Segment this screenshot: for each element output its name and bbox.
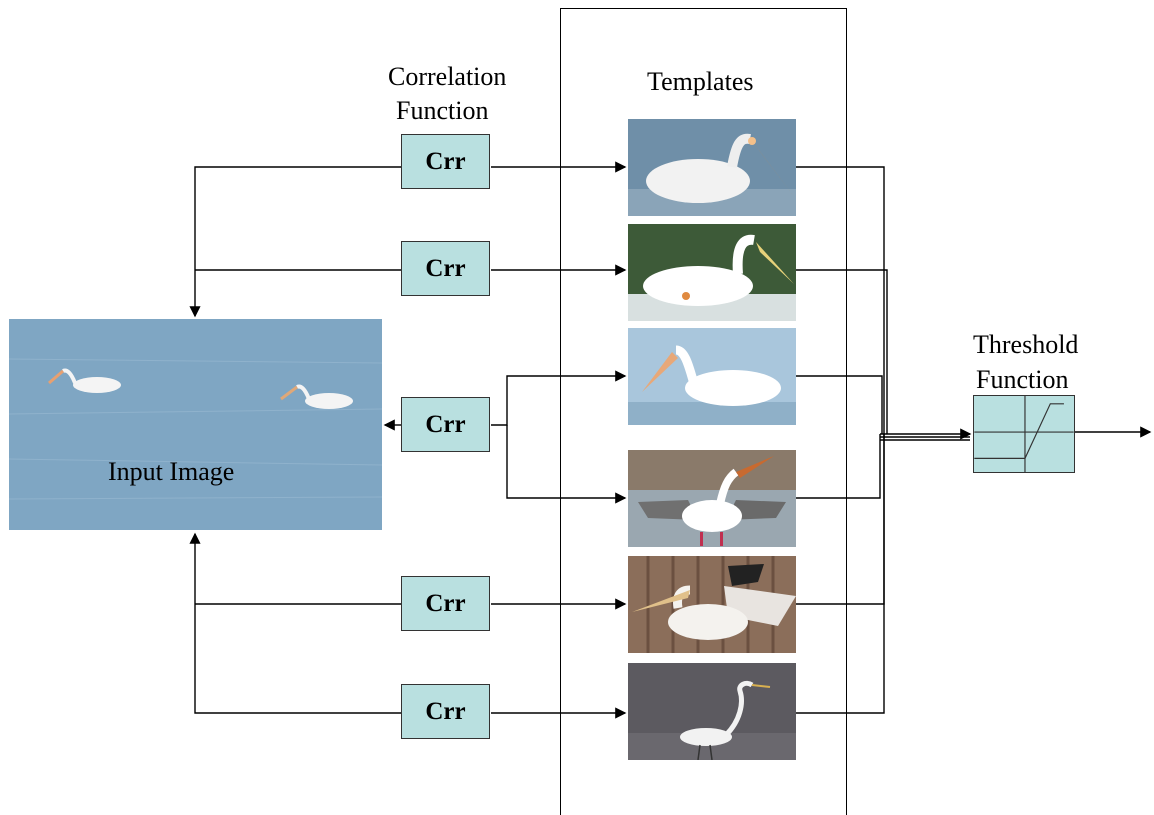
wire-tpl4-out — [796, 434, 881, 499]
threshold-function-box — [973, 395, 1075, 473]
crr-box-5: Crr — [401, 684, 490, 739]
input-image — [9, 319, 382, 530]
pelican-icon — [280, 384, 353, 409]
wire-tpl1-out — [796, 166, 885, 434]
wire-tpl5-out — [796, 434, 885, 605]
template-image-1 — [628, 119, 796, 216]
template-image-6 — [628, 663, 796, 760]
wire-tpl2-out — [796, 269, 888, 434]
wire-mid-right-2 — [506, 425, 627, 504]
pelican-icon — [48, 368, 121, 393]
crr-box-4: Crr — [401, 576, 490, 631]
threshold-curve-icon — [974, 396, 1074, 472]
wire-tpl3-out — [796, 375, 883, 434]
crr-box-1: Crr — [401, 134, 490, 189]
template-image-5 — [628, 556, 796, 653]
wire-row1-left — [189, 166, 401, 318]
input-image-label: Input Image — [108, 457, 235, 486]
template-image-4 — [628, 450, 796, 547]
wire-mid-right — [491, 370, 627, 426]
template-image-3 — [628, 328, 796, 425]
crr-box-3: Crr — [401, 397, 490, 452]
threshold-function-label-2: Function — [976, 365, 1069, 394]
threshold-function-label-1: Threshold — [973, 330, 1079, 359]
templates-panel — [560, 8, 847, 815]
correlation-function-label-2: Function — [396, 96, 489, 125]
wire-row6-left — [189, 532, 401, 714]
correlation-function-label-1: Correlation — [388, 62, 507, 91]
templates-label: Templates — [647, 67, 754, 96]
wire-tpl6-out — [796, 434, 885, 714]
crr-box-2: Crr — [401, 241, 490, 296]
template-image-2 — [628, 224, 796, 321]
